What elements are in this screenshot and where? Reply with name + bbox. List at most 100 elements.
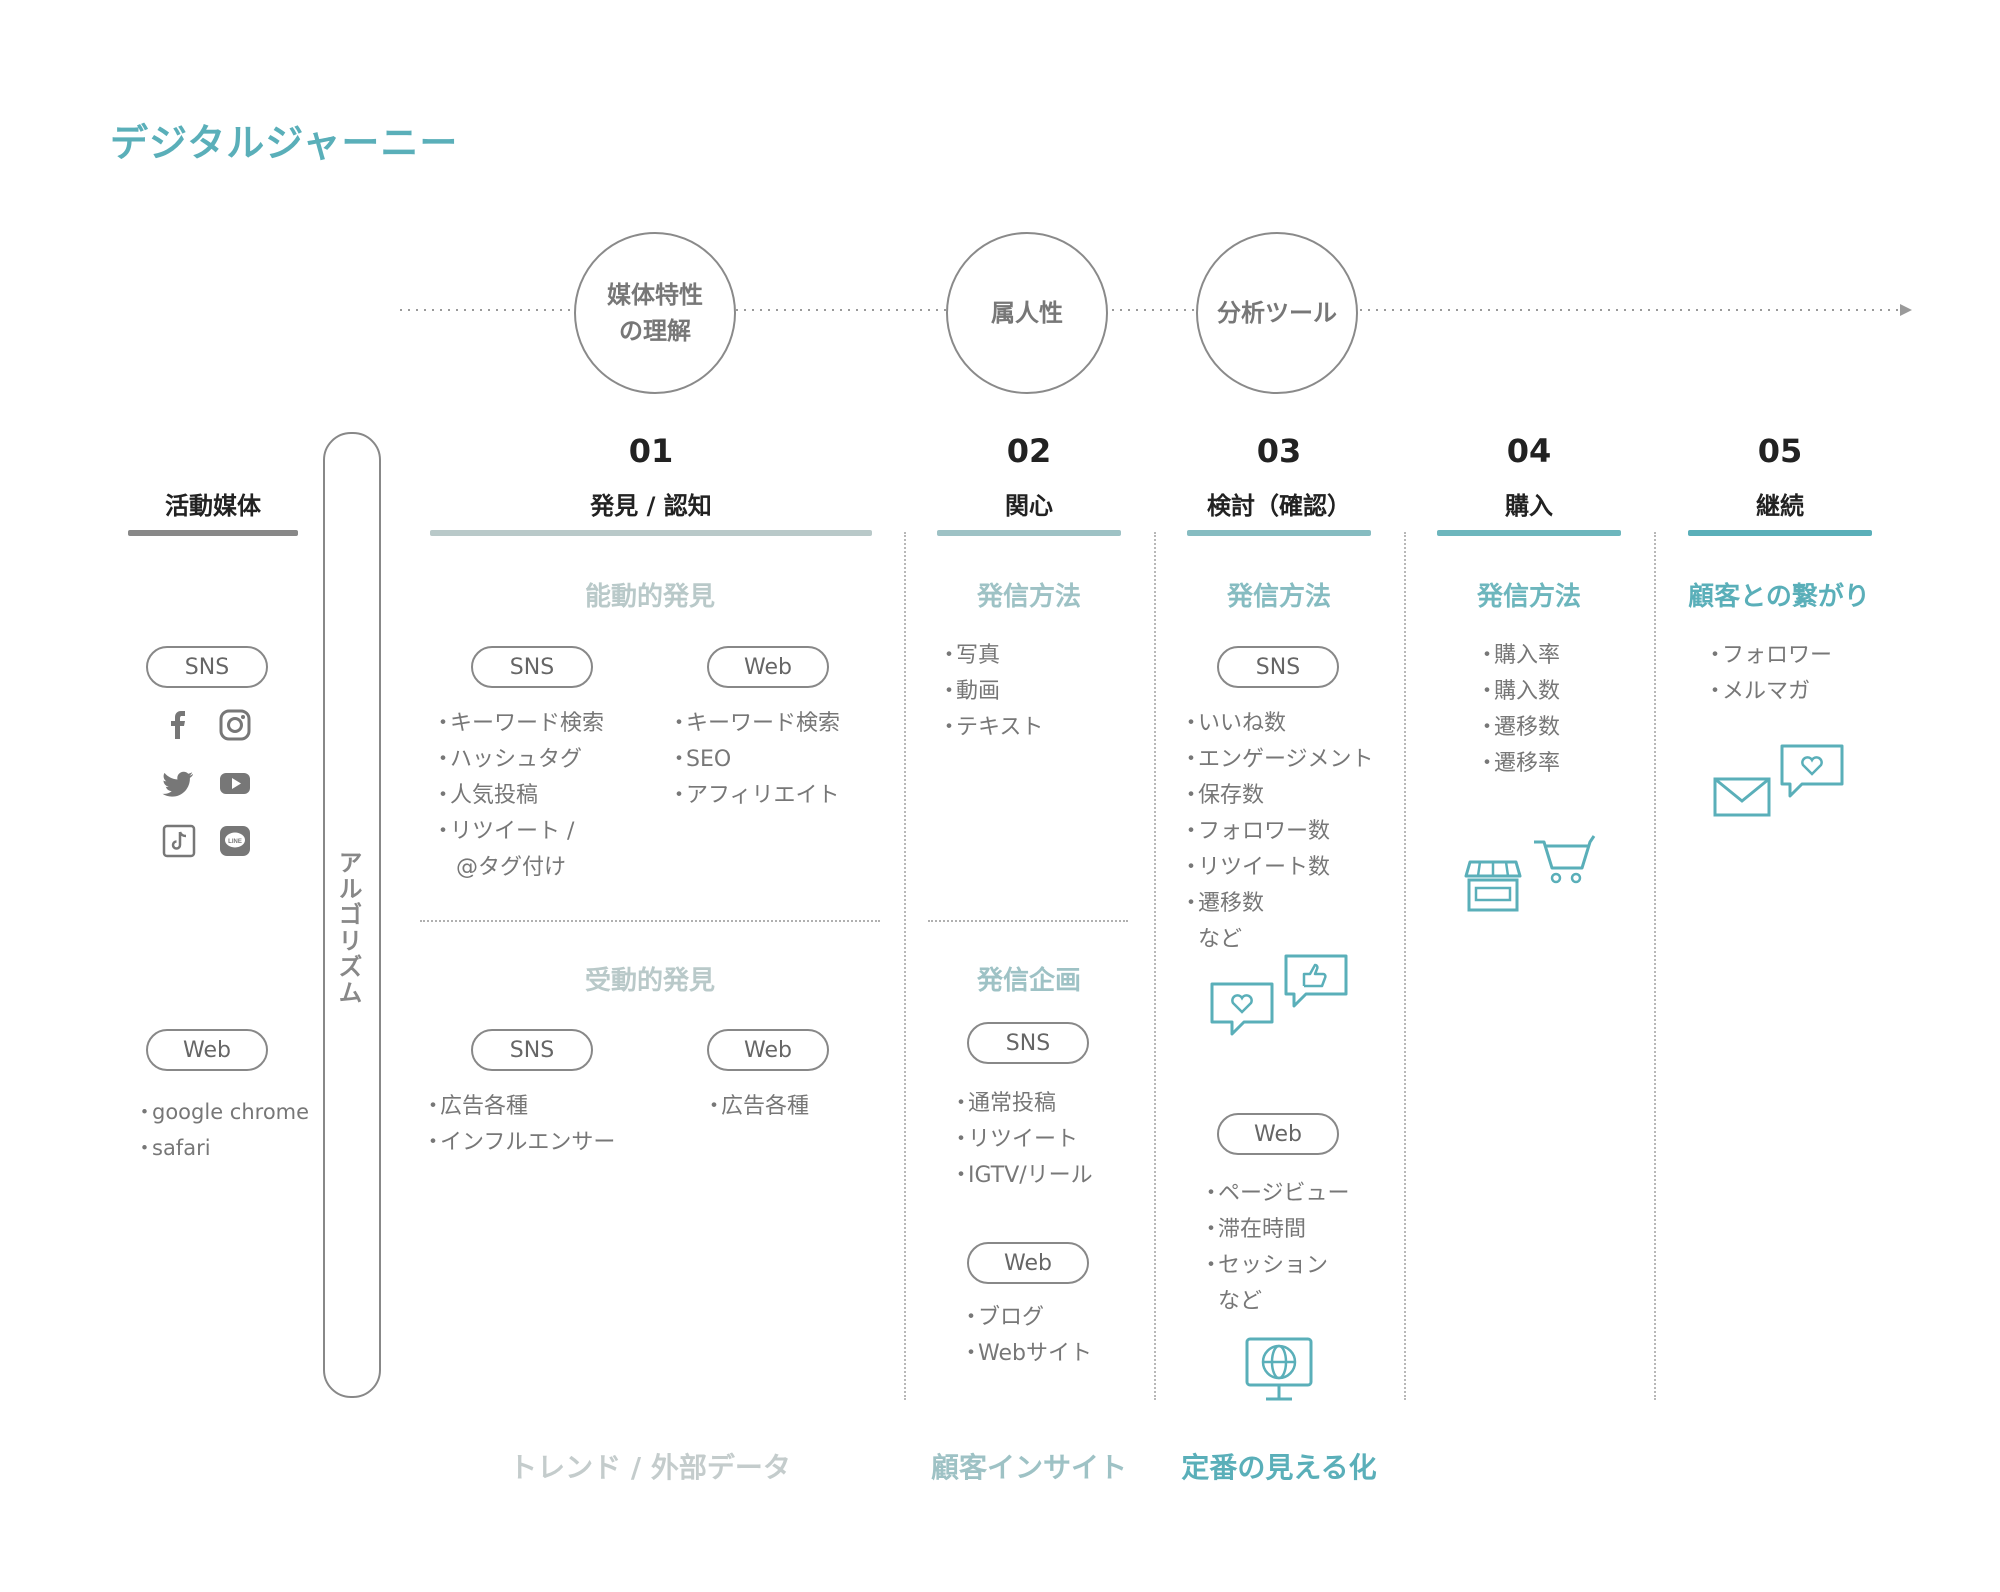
stage-num-02: 02 [1006, 432, 1052, 470]
stage-bar-05 [1688, 530, 1872, 536]
stage-bar-01 [430, 530, 872, 536]
bottom-label-visualize: 定番の見える化 [1181, 1451, 1377, 1484]
circle-personality: 属人性 [946, 232, 1108, 394]
stage-bar-02 [937, 530, 1121, 536]
passive-discovery-title: 受動的発見 [584, 966, 715, 996]
list-item: ・ページビュー [1200, 1181, 1350, 1206]
col2-plan-title: 発信企画 [976, 966, 1081, 996]
list-item: ・リツイート数 [1180, 855, 1331, 880]
column-divider [904, 532, 906, 1400]
list-item: ・通常投稿 [950, 1091, 1057, 1116]
col1-active-sns-pill: SNS [471, 646, 593, 688]
shopping-cart-icon [1534, 835, 1596, 884]
col2-method-list: ・写真 ・動画 ・テキスト [938, 638, 1043, 746]
facebook-icon [171, 711, 185, 739]
circle-label-line2: の理解 [619, 317, 691, 345]
bottom-label-trend: トレンド / 外部データ [509, 1451, 791, 1484]
column-divider [1654, 532, 1656, 1400]
list-item: ・購入数 [1476, 679, 1561, 704]
list-item: ・遷移率 [1476, 751, 1561, 776]
list-item: ・SEO [668, 747, 732, 772]
left-web-pill: Web [146, 1029, 268, 1071]
col3-sns-list: ・いいね数 ・エンゲージメント ・保存数 ・フォロワー数 ・リツイート数 ・遷移… [1180, 706, 1374, 958]
list-item: ・動画 [938, 679, 1001, 704]
col1-passive-sns-pill: SNS [471, 1029, 593, 1071]
list-item: ・キーワード検索 [432, 711, 605, 736]
left-sns-pill: SNS [146, 646, 268, 688]
circle-label-line1: 媒体特性 [607, 281, 703, 309]
list-item: ・ハッシュタグ [432, 747, 583, 772]
instagram-icon [219, 709, 251, 741]
list-item: など [1198, 927, 1243, 952]
line-icon: LINE [220, 826, 250, 856]
list-item: ・google chrome [134, 1100, 310, 1124]
col2-web-pill: Web [967, 1242, 1089, 1284]
list-item: ・safari [134, 1136, 211, 1160]
col1-active-sns-list: ・キーワード検索 ・ハッシュタグ ・人気投稿 ・リツイート / @タグ付け [432, 706, 604, 886]
list-item: ・IGTV/リール [950, 1163, 1093, 1188]
col4-title: 発信方法 [1476, 582, 1581, 612]
svg-text:LINE: LINE [228, 839, 242, 845]
envelope-icon [1713, 777, 1771, 817]
stage-label-01: 発見 / 認知 [590, 492, 712, 520]
list-item: ・テキスト [938, 715, 1044, 740]
left-web-list: ・google chrome ・safari [134, 1094, 309, 1166]
circle-analysis-tool: 分析ツール [1196, 232, 1358, 394]
list-item: ・エンゲージメント [1180, 747, 1374, 772]
list-item: ・いいね数 [1180, 711, 1287, 736]
circle-label: 分析ツール [1217, 299, 1337, 327]
circle-label: 属人性 [991, 299, 1063, 327]
list-item: ・フォロワー [1704, 643, 1833, 668]
list-item: ・人気投稿 [432, 783, 539, 808]
col1-active-web-pill: Web [707, 646, 829, 688]
list-item: ・フォロワー数 [1180, 819, 1331, 844]
list-item: など [1218, 1289, 1263, 1314]
algorithm-label: アルゴリズム [334, 850, 362, 1006]
col3-web-pill: Web [1217, 1113, 1339, 1155]
media-header-bar [128, 530, 298, 536]
col1-passive-web-list: ・広告各種 [703, 1089, 809, 1125]
tiktok-icon [162, 824, 196, 858]
col2-web-list: ・ブログ ・Webサイト [960, 1300, 1092, 1372]
list-item: ・広告各種 [703, 1094, 810, 1119]
col5-list: ・フォロワー ・メルマガ [1704, 638, 1832, 710]
stage-num-04: 04 [1506, 432, 1552, 470]
stage-label-03: 検討（確認） [1207, 492, 1351, 520]
list-item: ・メルマガ [1704, 679, 1811, 704]
col1-passive-sns-list: ・広告各種 ・インフルエンサー [422, 1089, 615, 1161]
stage-label-05: 継続 [1756, 492, 1804, 520]
col2-sns-pill: SNS [967, 1022, 1089, 1064]
col4-list: ・購入率 ・購入数 ・遷移数 ・遷移率 [1476, 638, 1560, 782]
bottom-label-insight: 顧客インサイト [930, 1451, 1127, 1484]
twitter-icon [162, 771, 193, 797]
stage-bar-04 [1437, 530, 1621, 536]
stage-num-01: 01 [628, 432, 674, 470]
active-discovery-title: 能動的発見 [584, 582, 715, 612]
stage-num-03: 03 [1256, 432, 1302, 470]
page-title: デジタルジャーニー [110, 121, 459, 165]
stage-bar-03 [1187, 530, 1371, 536]
col3-title: 発信方法 [1226, 582, 1331, 612]
globe-monitor-icon [1245, 1337, 1313, 1401]
list-item: ・Webサイト [960, 1341, 1092, 1366]
algorithm-capsule [323, 432, 381, 1398]
list-item: ・アフィリエイト [668, 783, 840, 808]
list-item: ・ブログ [960, 1305, 1045, 1330]
list-item: ・インフルエンサー [422, 1130, 616, 1155]
col1-section-divider [420, 920, 880, 922]
col2-sns-list: ・通常投稿 ・リツイート ・IGTV/リール [950, 1086, 1093, 1194]
col3-web-list: ・ページビュー ・滞在時間 ・セッション など [1200, 1176, 1350, 1320]
list-item: ・リツイート [950, 1127, 1079, 1152]
list-item: ・セッション [1200, 1253, 1329, 1278]
column-divider [1154, 532, 1156, 1400]
list-item: ・滞在時間 [1200, 1217, 1307, 1242]
col3-sns-pill: SNS [1217, 646, 1339, 688]
thumbs-up-bubble-icon [1284, 954, 1348, 1008]
list-item: ・キーワード検索 [668, 711, 841, 736]
list-item: ・写真 [938, 643, 1001, 668]
col1-passive-web-pill: Web [707, 1029, 829, 1071]
stage-label-02: 関心 [1005, 492, 1053, 520]
list-item: ・リツイート / [432, 819, 575, 844]
circle-media-understanding: 媒体特性の理解 [574, 232, 736, 394]
heart-bubble-icon [1780, 744, 1844, 798]
